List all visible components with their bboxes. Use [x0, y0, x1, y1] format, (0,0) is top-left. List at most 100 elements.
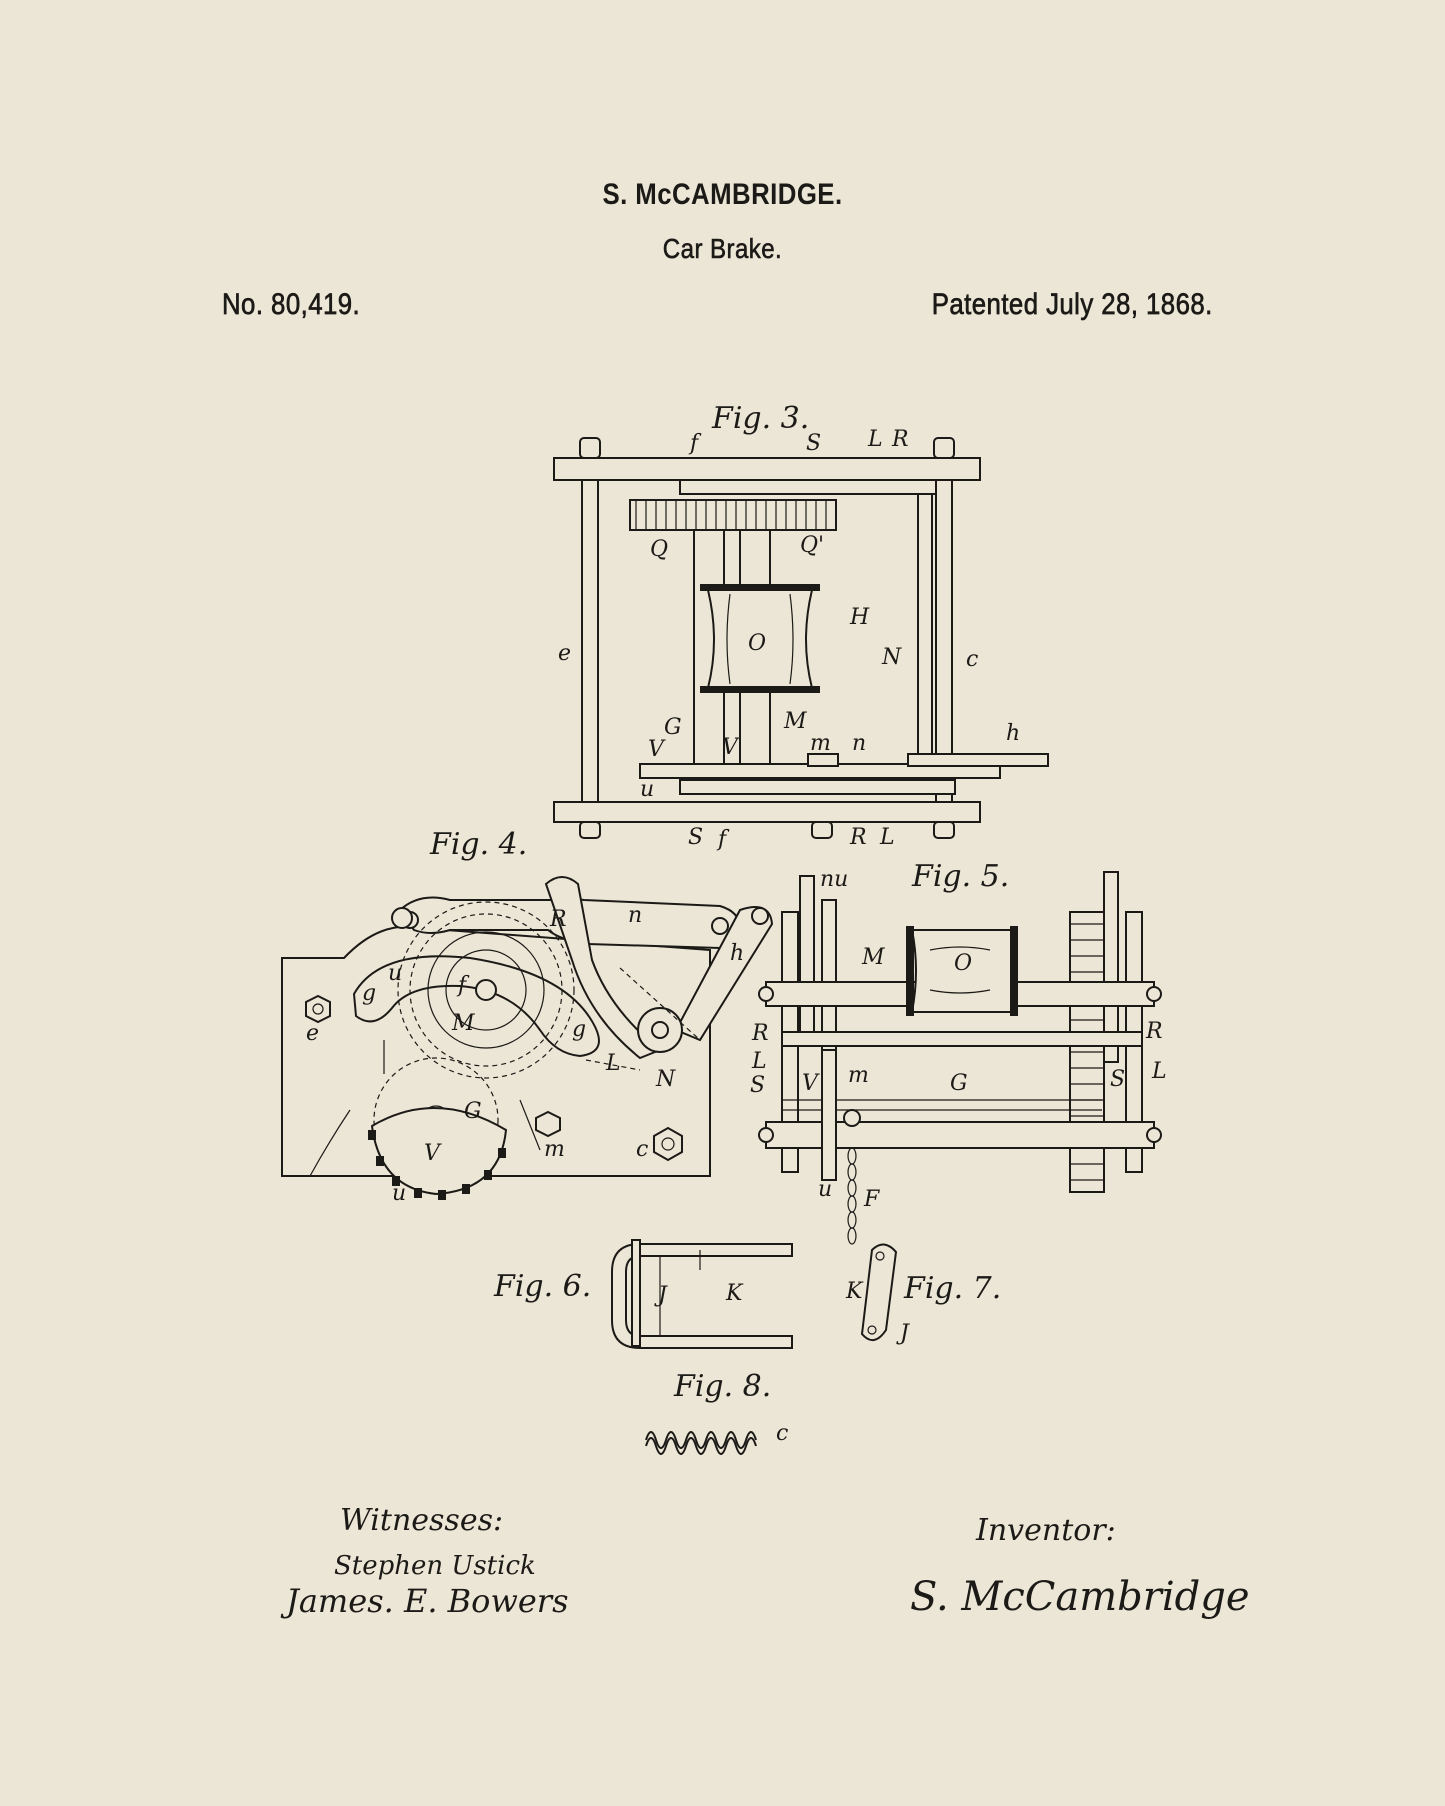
fig4-label: R	[549, 907, 567, 932]
fig5-slide-bar	[821, 899, 837, 1051]
fig4-label: V	[424, 1141, 442, 1166]
fig4-label: G	[464, 1099, 482, 1124]
fig3-label: c	[966, 647, 978, 672]
fig5-chain	[847, 1147, 857, 1245]
fig7-link	[860, 1243, 898, 1341]
fig4-label: N	[655, 1067, 676, 1092]
fig4-hex-nut-m	[535, 1110, 561, 1138]
fig3-label: V	[722, 735, 740, 760]
figure-6: Fig. 6. J K	[493, 1239, 793, 1349]
fig4-caption: Fig. 4.	[429, 827, 527, 862]
fig7-caption: Fig. 7.	[903, 1271, 1001, 1306]
fig6-caption: Fig. 6.	[493, 1269, 591, 1304]
fig3-label: G	[664, 715, 682, 740]
fig5-label: S	[750, 1073, 765, 1098]
fig3-label: Q	[650, 537, 668, 562]
inventor-signature: S. McCambridge	[910, 1574, 1250, 1620]
fig3-lower-slide	[679, 779, 956, 795]
fig8-label: c	[776, 1421, 788, 1446]
witnesses-label: Witnesses:	[340, 1503, 503, 1538]
fig3-left-post	[581, 479, 599, 803]
fig4-label: n	[628, 903, 642, 928]
fig3-label: R	[849, 825, 867, 850]
fig3-bolt-head	[933, 437, 955, 459]
inventor-label: Inventor:	[975, 1513, 1116, 1548]
fig4-label: u	[392, 1181, 406, 1206]
fig3-label: S	[806, 431, 821, 456]
fig4-label: L	[605, 1051, 621, 1076]
fig4-gear-f	[427, 931, 545, 1049]
fig5-slide-bar	[799, 875, 815, 1047]
fig5-label: G	[950, 1071, 968, 1096]
fig3-bolt-head	[579, 437, 601, 459]
fig5-label: L	[751, 1049, 767, 1074]
fig6-plate	[631, 1239, 641, 1347]
fig4-gear-g	[373, 1057, 499, 1183]
fig6-label: J	[654, 1283, 668, 1308]
fig3-label: f	[716, 827, 730, 852]
fig4-lever-r	[544, 876, 662, 1060]
fig3-label: V	[648, 737, 666, 762]
inventor-name: S. McCAMBRIDGE.	[602, 178, 843, 211]
fig3-label: L	[867, 427, 883, 452]
witness-1-signature: Stephen Ustick	[334, 1551, 536, 1581]
fig4-hex-nut-c	[653, 1126, 683, 1162]
figure-7: Fig. 7. K J	[845, 1243, 1001, 1346]
fig3-label: n	[852, 731, 866, 756]
fig5-label: F	[863, 1187, 880, 1212]
fig3-block-m	[807, 753, 839, 767]
fig4-label: M	[451, 1011, 475, 1036]
fig4-label: u	[388, 961, 402, 986]
fig3-drum-flange	[700, 584, 820, 591]
fig5-label: m	[848, 1063, 869, 1088]
fig4-label: e	[306, 1021, 319, 1046]
fig8-spring	[645, 1431, 757, 1449]
fig5-label: u	[818, 1177, 832, 1202]
invention-title: Car Brake.	[662, 233, 783, 265]
fig3-drum-flange	[700, 686, 820, 693]
fig5-middle-shaft	[781, 1031, 1143, 1047]
fig6-label: K	[725, 1281, 744, 1306]
fig3-label: O	[748, 631, 766, 656]
figure-8: Fig. 8. c	[645, 1369, 788, 1455]
fig5-label: nu	[820, 867, 848, 892]
fig5-caption: Fig. 5.	[911, 859, 1009, 894]
fig5-label: O	[954, 951, 972, 976]
fig3-label: L	[879, 825, 895, 850]
fig5-label: L	[1151, 1059, 1167, 1084]
fig3-label: S	[688, 825, 703, 850]
fig3-top-bar	[553, 457, 981, 481]
fig4-label: c	[636, 1137, 648, 1162]
fig3-label: f	[688, 431, 702, 456]
fig3-upper-slide	[679, 479, 951, 495]
fig5-label: S	[1110, 1067, 1125, 1092]
fig3-label: h	[1006, 721, 1020, 746]
fig7-label: K	[845, 1279, 864, 1304]
witness-2-signature: James. E. Bowers	[280, 1582, 568, 1620]
fig3-label: Q'	[800, 533, 824, 558]
fig8-caption: Fig. 8.	[673, 1369, 771, 1404]
fig7-label: J	[896, 1321, 910, 1346]
fig5-label: R	[1145, 1019, 1163, 1044]
fig3-label: R	[891, 427, 909, 452]
fig4-label: g	[572, 1017, 586, 1042]
fig3-label: e	[558, 641, 571, 666]
fig3-gears	[629, 499, 837, 531]
fig3-label: N	[881, 645, 902, 670]
fig3-label: H	[849, 605, 870, 630]
fig4-label: g	[362, 981, 376, 1006]
patent-number: No. 80,419.	[222, 288, 361, 322]
fig3-label: u	[640, 777, 654, 802]
fig3-label: M	[783, 709, 807, 734]
fig5-label: V	[802, 1071, 820, 1096]
fig5-label: R	[751, 1021, 769, 1046]
fig3-label: m	[810, 731, 831, 756]
figure-3: Fig. 3.	[553, 401, 1049, 852]
fig3-rod-n	[917, 493, 933, 755]
fig4-hex-nut-e	[305, 994, 331, 1024]
fig3-bottom-bar	[553, 801, 981, 823]
figure-4: Fig. 4.	[281, 827, 774, 1206]
signature-block: Witnesses: Stephen Ustick James. E. Bowe…	[280, 1503, 1250, 1620]
